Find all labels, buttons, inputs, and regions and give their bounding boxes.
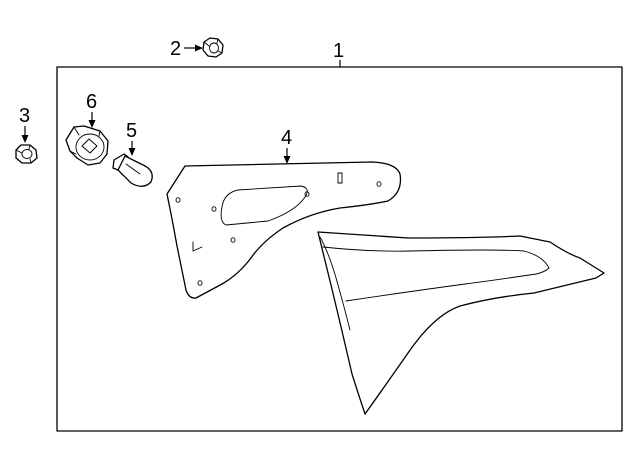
bracket-4-hole-d (304, 191, 310, 197)
callout-5-arrowhead (128, 148, 136, 156)
callout-6-arrowhead (88, 120, 96, 128)
bracket-4-lens-opening (220, 185, 308, 226)
callout-4-arrowhead (283, 156, 291, 164)
bracket-4-outline (166, 161, 402, 299)
bracket-part-4[interactable] (166, 161, 402, 299)
socket-6-contact (81, 138, 98, 154)
callout-6-label: 6 (86, 91, 97, 113)
bracket-4-hole-a (175, 197, 181, 203)
callout-2[interactable]: 2 (170, 38, 203, 60)
push-nut-2-edges (203, 38, 223, 54)
callout-4[interactable]: 4 (281, 127, 292, 164)
push-nut-2-hole (209, 42, 219, 54)
lamp-inner-edge (319, 236, 351, 331)
callout-6[interactable]: 6 (86, 91, 97, 128)
callout-2-label: 2 (170, 38, 181, 60)
push-nut-3-hole (21, 149, 33, 159)
bulb-socket-part-6[interactable] (65, 125, 109, 166)
push-nut-part-2[interactable] (202, 37, 224, 58)
bracket-4-hole-c (230, 237, 236, 243)
callout-1[interactable]: 1 (333, 40, 344, 67)
lamp-lens-edge (322, 246, 550, 302)
callout-5[interactable]: 5 (126, 120, 137, 156)
push-nut-3-edges (15, 144, 32, 164)
push-nut-2-body (202, 37, 224, 58)
callout-4-label: 4 (281, 127, 292, 149)
bracket-4-hole-f (197, 280, 203, 286)
callout-5-label: 5 (126, 120, 137, 142)
socket-6-tabs (69, 126, 101, 155)
bracket-4-tab (192, 241, 203, 252)
bulb-part-5[interactable] (112, 153, 153, 187)
bracket-4-hole-e (376, 181, 382, 187)
tail-lamp-housing[interactable] (317, 231, 605, 415)
callout-3[interactable]: 3 (19, 105, 30, 143)
bulb-5-filament (125, 163, 141, 175)
bracket-4-hole-b (211, 206, 217, 212)
lamp-outline (317, 231, 605, 415)
push-nut-3-body (15, 144, 38, 164)
push-nut-part-3[interactable] (15, 144, 38, 164)
bracket-4-slot (337, 172, 343, 184)
callout-2-arrowhead (195, 44, 203, 52)
callout-1-label: 1 (333, 40, 344, 62)
bulb-5-glass (117, 155, 153, 187)
callout-3-arrowhead (21, 135, 29, 143)
callout-3-label: 3 (19, 105, 30, 127)
socket-6-outer (65, 125, 109, 166)
socket-6-ring (75, 133, 105, 161)
